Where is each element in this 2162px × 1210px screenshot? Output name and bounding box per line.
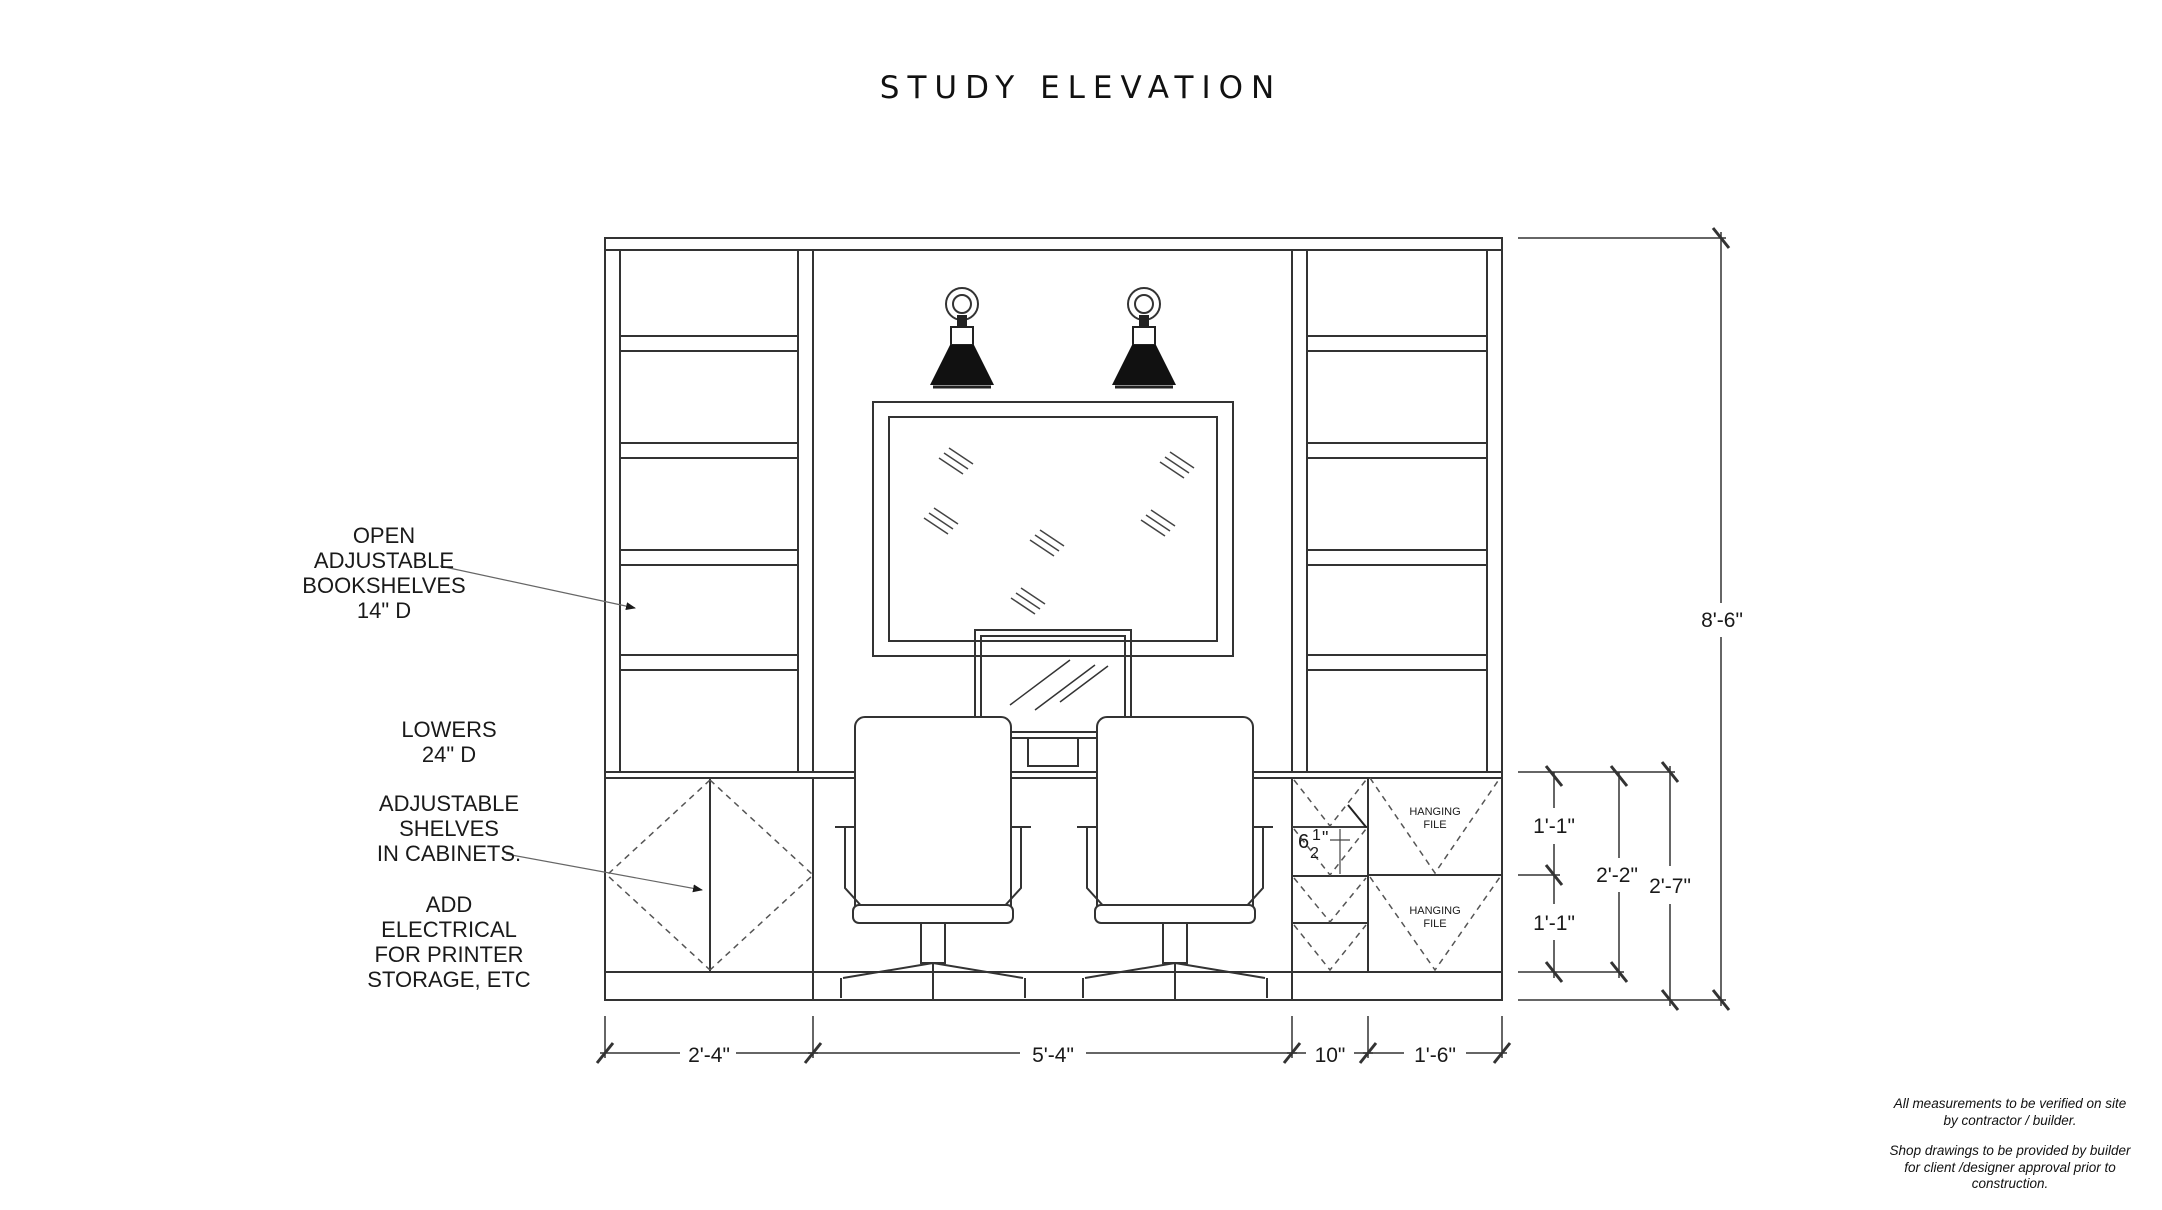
mirror-glare-marks [923, 447, 1195, 615]
office-chair-right [1077, 716, 1273, 1000]
general-notes: All measurements to be verified on site … [1870, 1096, 2150, 1193]
dim-height-file-top: 1'-1" [1533, 815, 1575, 838]
callout-bookshelves: OPEN ADJUSTABLE BOOKSHELVES 14" D [302, 523, 466, 623]
cabinet-door-swings [605, 777, 1501, 972]
drawer-height-dimension: 6 1 2 " [1292, 804, 1367, 874]
notes-spacer [1870, 1129, 2150, 1143]
hanging-file-label-bottom-line1: HANGING [1409, 905, 1460, 917]
drawer-height-numerator: 1 [1312, 827, 1321, 844]
office-chair-left [835, 716, 1031, 1000]
mirror [872, 401, 1234, 657]
dim-width-center: 5'-4" [1032, 1044, 1074, 1067]
drawer-height-unit: " [1322, 828, 1328, 848]
callout-electrical: ADD ELECTRICAL FOR PRINTER STORAGE, ETC [367, 892, 531, 992]
drawer-height-denominator: 2 [1310, 845, 1319, 862]
width-dimensions [595, 1016, 1512, 1064]
leader-arrow-bookshelves [439, 565, 636, 611]
dim-width-left: 2'-4" [688, 1044, 730, 1067]
dim-width-drawers: 10" [1315, 1044, 1346, 1067]
cabinet-outline [604, 237, 1503, 1001]
dim-height-file-bottom: 1'-1" [1533, 912, 1575, 935]
page-title: STUDY ELEVATION [879, 70, 1283, 106]
left-bookshelves [620, 335, 798, 671]
right-bookshelves [1307, 335, 1487, 671]
wall-sconce-right [1112, 287, 1176, 389]
wall-sconce-left [930, 287, 994, 389]
hanging-file-label-top-line2: FILE [1423, 819, 1446, 831]
callout-adjustable-shelves: ADJUSTABLE SHELVES IN CABINETS. [376, 791, 522, 866]
dim-height-lower: 2'-7" [1649, 875, 1691, 898]
dim-width-files: 1'-6" [1414, 1044, 1456, 1067]
drawer-height-whole: 6 [1298, 831, 1309, 853]
height-dimensions [1518, 227, 1731, 1011]
leader-arrow-cabinets [505, 853, 703, 893]
dim-height-files: 2'-2" [1596, 864, 1638, 887]
dim-height-total: 8'-6" [1701, 609, 1743, 632]
callout-lowers: LOWERS 24" D [401, 717, 497, 767]
computer-monitor [974, 629, 1132, 767]
hanging-file-label-bottom-line2: FILE [1423, 918, 1446, 930]
hanging-file-label-top-line1: HANGING [1409, 806, 1460, 818]
